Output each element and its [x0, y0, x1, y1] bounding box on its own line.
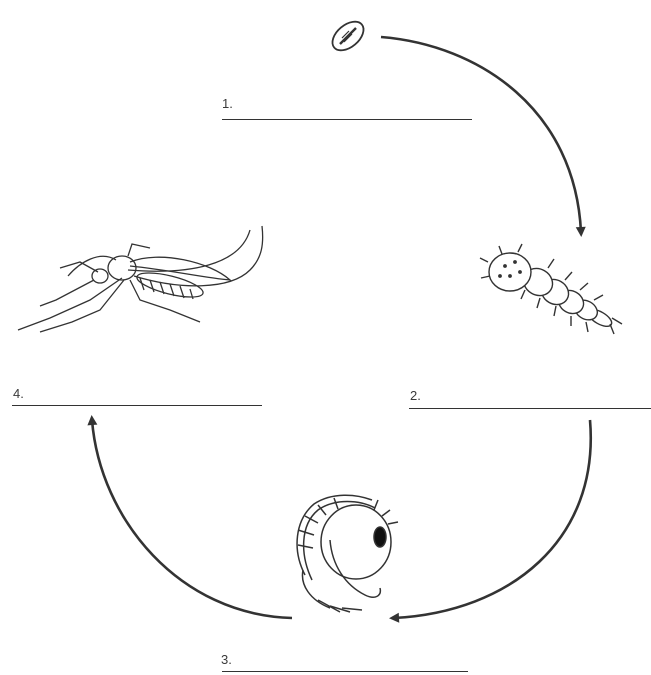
arrow-pupa-to-adult — [92, 420, 292, 618]
stage-3-answer-line[interactable] — [222, 671, 468, 672]
stage-4-number: 4. — [13, 386, 24, 401]
stage-3-number: 3. — [221, 652, 232, 667]
arrow-egg-to-larva — [381, 37, 581, 232]
stage-2-answer-line[interactable] — [409, 408, 651, 409]
stage-4-answer-line[interactable] — [12, 405, 262, 406]
arrow-larva-to-pupa — [394, 420, 591, 618]
stage-1-answer-line[interactable] — [222, 119, 472, 120]
adult-mosquito-icon — [18, 226, 263, 332]
egg-icon — [327, 16, 369, 56]
stage-1-number: 1. — [222, 96, 233, 111]
larva-icon — [480, 244, 622, 334]
pupa-icon — [297, 495, 398, 612]
stage-2-number: 2. — [410, 388, 421, 403]
